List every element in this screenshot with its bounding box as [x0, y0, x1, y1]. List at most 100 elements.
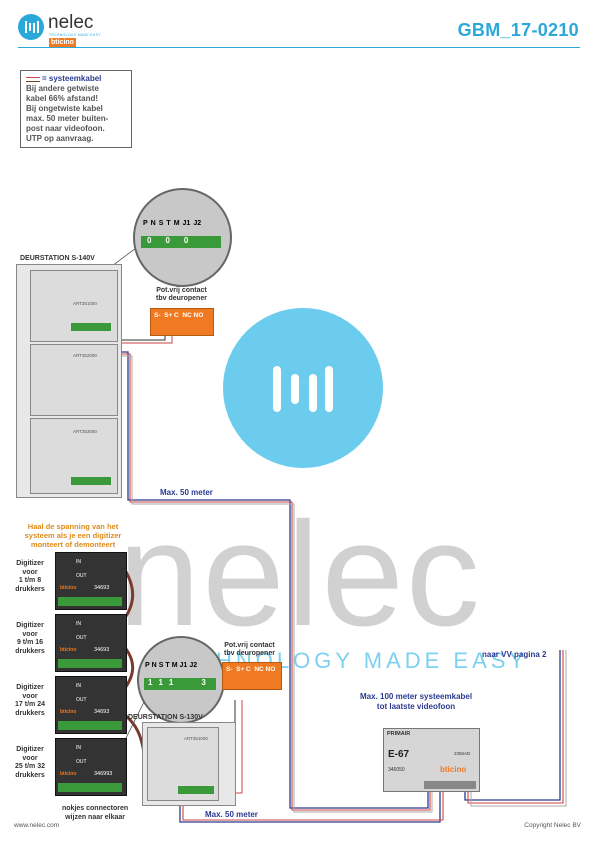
partner-logo: bticino: [49, 38, 76, 47]
dip-magnifier-bottom: P N S T M J1 J2 1 1 1 3: [137, 636, 225, 724]
note-line: post naar videofoon.: [26, 124, 105, 133]
digitizer-1: IN OUT bticino 34693: [55, 552, 127, 610]
digitizer-brand: bticino: [60, 709, 77, 715]
footer-website: www.nelec.com: [14, 822, 60, 829]
digitizer-4: IN OUT bticino 346993: [55, 738, 127, 796]
dip-label: J1: [179, 662, 188, 669]
dip-label: M: [171, 662, 178, 669]
module-code: ART351000: [73, 301, 97, 306]
contact-title-line: Pot.vrij contact: [224, 642, 275, 649]
document-number: GBM_17-0210: [457, 20, 579, 40]
power-supply: PRIMAIR E-67 2356AD 346050 bticino: [383, 728, 480, 792]
digitizer-brand: bticino: [60, 771, 77, 777]
dip-value: 1: [148, 678, 153, 687]
digitizer-4-label: Digitizer voor 25 t/m 32 drukkers: [8, 746, 52, 780]
dip-value: 0: [147, 236, 152, 245]
brand-tagline: TECHNOLOGY MADE EASY: [49, 33, 101, 37]
watermark-circle: [223, 308, 383, 468]
dip-value: 1: [158, 678, 163, 687]
station-bottom-module: ART351000: [147, 727, 219, 801]
psu-code: 346050: [388, 767, 405, 773]
module-code: ART352000: [73, 353, 97, 358]
dip-label: N: [151, 662, 157, 669]
footer-copyright: Copyright Nelec BV: [524, 822, 581, 829]
terminal-strip: [71, 477, 111, 485]
module-code: ART353000: [73, 429, 97, 434]
digitizer-code: 34693: [94, 647, 110, 653]
out-label: OUT: [76, 573, 87, 579]
dip-label: J1: [182, 220, 191, 227]
watermark-brand: nelec: [118, 492, 482, 657]
psu-brand: bticino: [440, 765, 467, 774]
station-top-module-1: ART351000: [30, 270, 118, 342]
digitizer-brand: bticino: [60, 585, 77, 591]
dip-label: S: [158, 662, 164, 669]
dip-label: J2: [189, 662, 198, 669]
dip-label: T: [165, 662, 170, 669]
label-line: drukkers: [15, 647, 45, 655]
terminal-strip: [71, 323, 111, 331]
digitizer-brand: bticino: [60, 647, 77, 653]
digitizer-3-label: Digitizer voor 17 t/m 24 drukkers: [8, 684, 52, 718]
station-top-module-3: ART353000: [30, 418, 118, 494]
digitizer-code: 34693: [94, 709, 110, 715]
max-100-line: tot laatste videofoon: [376, 702, 456, 711]
note-box: = systeemkabel Bij andere getwiste kabel…: [20, 70, 132, 148]
warning-line: systeem als je een digitizer: [24, 531, 122, 540]
out-label: OUT: [76, 635, 87, 641]
in-label: IN: [76, 745, 81, 751]
contact-top-block: S- S+ C NC NO: [150, 308, 214, 336]
label-line: voor: [22, 568, 38, 576]
system-cable-legend-icon: [26, 76, 40, 82]
label-line: Digitizer: [16, 684, 44, 691]
label-line: Digitizer: [16, 560, 44, 567]
max-50-top: Max. 50 meter: [160, 488, 213, 497]
label-line: voor: [22, 692, 38, 700]
in-label: IN: [76, 559, 81, 565]
digitizer-warning: Haal de spanning van het systeem als je …: [18, 522, 128, 549]
module-code: ART351000: [184, 736, 208, 741]
dip-value: 0: [183, 236, 189, 245]
label-line: 9 t/m 16: [16, 639, 44, 646]
brand-logo-icon: [18, 14, 44, 40]
dip-labels: P N S T M J1 J2: [143, 220, 201, 227]
terminal-strip: [178, 786, 214, 794]
dip-label: P: [145, 662, 150, 669]
label-line: 25 t/m 32: [15, 763, 45, 770]
digitizer-3: IN OUT bticino 34693: [55, 676, 127, 734]
dip-label: P: [143, 220, 148, 227]
dip-label: S: [158, 220, 164, 227]
dip-magnifier-top: P N S T M J1 J2 0 0 0: [133, 188, 232, 287]
contact-title-line: tbv deuropener: [156, 295, 207, 302]
label-line: drukkers: [15, 709, 45, 717]
max-100-note: Max. 100 meter systeemkabel tot laatste …: [360, 692, 472, 712]
label-line: drukkers: [15, 771, 45, 779]
dip-value: 0: [165, 236, 170, 245]
legend-label: = systeemkabel: [42, 74, 102, 83]
warning-line: monteert of demonteert: [30, 540, 116, 549]
terminal-strip: [58, 659, 122, 668]
digitizer-2-label: Digitizer voor 9 t/m 16 drukkers: [8, 622, 52, 656]
label-line: drukkers: [15, 585, 45, 593]
note-line: max. 50 meter buiten-: [26, 114, 109, 123]
out-label: OUT: [76, 697, 87, 703]
psu-model: E-67: [388, 749, 410, 760]
dip-value: 3: [201, 678, 206, 687]
nokjes-line: nokjes connectoren: [62, 805, 129, 812]
note-line: Bij ongetwiste kabel: [26, 104, 103, 113]
in-label: IN: [76, 683, 81, 689]
label-line: voor: [22, 630, 38, 638]
brand-name: nelec: [48, 12, 94, 33]
terminal-strip: [424, 781, 476, 789]
note-line: kabel 66% afstand!: [26, 94, 99, 103]
warning-line: Haal de spanning van het: [27, 522, 119, 531]
terminal-strip: [58, 721, 122, 730]
in-label: IN: [76, 621, 81, 627]
digitizer-code: 34693: [94, 585, 110, 591]
contact-title-line: Pot.vrij contact: [156, 287, 207, 294]
note-line: Bij andere getwiste: [26, 84, 99, 93]
max-100-line: Max. 100 meter systeemkabel: [360, 692, 473, 701]
psu-id: 2356AD: [454, 751, 471, 756]
nokjes-line: wijzen naar elkaar: [65, 814, 126, 821]
contact-terminals: S- S+ C NC NO: [154, 312, 204, 319]
